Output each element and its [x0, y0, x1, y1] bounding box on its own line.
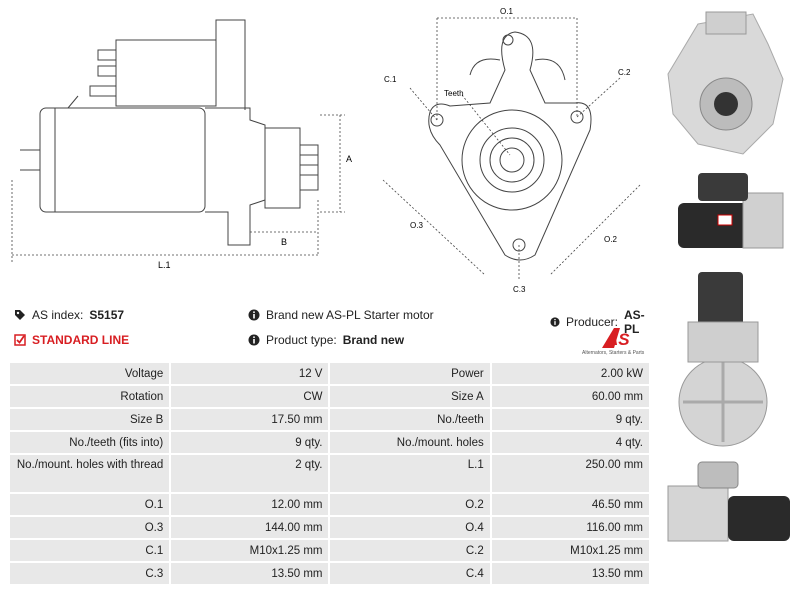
spec-value: CW — [171, 386, 329, 407]
dim-c2-label: C.2 — [618, 68, 631, 77]
dim-c1-label: C.1 — [384, 75, 397, 84]
spec-label: O.4 — [330, 517, 490, 538]
spec-value: 9 qty. — [171, 432, 329, 453]
info-icon — [248, 334, 260, 346]
brand-row: Brand new AS-PL Starter motor — [248, 308, 434, 322]
spec-value: M10x1.25 mm — [491, 540, 649, 561]
technical-drawing: A B L.1 O.1 C.1 C.2 C.3 Teeth O.3 O.2 — [11, 7, 641, 294]
spec-label: No./teeth — [330, 409, 490, 430]
spec-value: 2.00 kW — [491, 363, 649, 384]
spec-value: 4 qty. — [491, 432, 649, 453]
spec-value: 13.50 mm — [171, 563, 329, 584]
dim-b-label: B — [281, 237, 287, 247]
spec-label: No./mount. holes — [330, 432, 490, 453]
spec-label: C.1 — [10, 540, 170, 561]
spec-value: M10x1.25 mm — [171, 540, 329, 561]
spec-value: 250.00 mm — [491, 455, 649, 492]
dim-c3-label: C.3 — [513, 285, 526, 294]
dim-o1-label: O.1 — [500, 7, 513, 16]
producer-value: AS-PL — [624, 308, 645, 336]
spec-value: 144.00 mm — [171, 517, 329, 538]
spec-label: O.3 — [10, 517, 170, 538]
dim-o3-label: O.3 — [410, 221, 423, 230]
spec-value: 2 qty. — [171, 455, 329, 492]
product-photo-front — [667, 11, 784, 155]
spec-label: O.1 — [10, 494, 170, 515]
dim-o2-label: O.2 — [604, 235, 617, 244]
spec-label: L.1 — [330, 455, 490, 492]
spec-label: C.3 — [10, 563, 170, 584]
check-square-icon — [14, 334, 26, 346]
spec-label: No./teeth (fits into) — [10, 432, 170, 453]
spec-value: 116.00 mm — [491, 517, 649, 538]
tag-icon — [15, 310, 25, 320]
product-photo-side-2 — [667, 461, 790, 542]
producer-label: Producer: — [565, 315, 619, 329]
asp-logo-mark: AS — [602, 328, 630, 349]
spec-label: No./mount. holes with thread — [10, 455, 170, 492]
spec-label: O.2 — [330, 494, 490, 515]
dim-l1-label: L.1 — [158, 260, 171, 270]
product-photo-rear — [678, 272, 768, 447]
producer-row: Producer: AS-PL — [550, 308, 654, 336]
product-photo-side-1 — [678, 173, 784, 249]
spec-label: Voltage — [10, 363, 170, 384]
product-type-value: Brand new — [342, 333, 405, 347]
spec-value: 60.00 mm — [491, 386, 649, 407]
info-icon — [550, 317, 560, 327]
product-info: AS index: S5157 STANDARD LINE Brand new … — [14, 304, 654, 358]
spec-label: C.4 — [330, 563, 490, 584]
spec-value: 46.50 mm — [491, 494, 649, 515]
standard-line-row: STANDARD LINE — [14, 333, 129, 347]
spec-label: Size A — [330, 386, 490, 407]
teeth-label: Teeth — [444, 89, 464, 98]
as-index-row: AS index: S5157 — [14, 308, 124, 322]
brand-text: Brand new AS-PL Starter motor — [266, 308, 434, 322]
logo-subtext: Alternators, Starters & Parts — [582, 350, 645, 356]
product-type-row: Product type: Brand new — [248, 333, 404, 347]
spec-value: 17.50 mm — [171, 409, 329, 430]
spec-row: No./teeth (fits into)9 qty.No./mount. ho… — [10, 432, 649, 453]
spec-value: 12.00 mm — [171, 494, 329, 515]
spec-label: Power — [330, 363, 490, 384]
spec-value: 9 qty. — [491, 409, 649, 430]
logo-text: AS — [605, 330, 630, 349]
spec-label: Rotation — [10, 386, 170, 407]
spec-label: Size B — [10, 409, 170, 430]
asp-logo: AS Alternators, Starters & Parts — [582, 326, 652, 356]
product-type-label: Product type: — [266, 333, 337, 347]
standard-line-label: STANDARD LINE — [32, 333, 130, 347]
as-index-value: S5157 — [89, 308, 125, 322]
product-photos — [658, 0, 800, 591]
spec-value: 12 V — [171, 363, 329, 384]
as-index-label: AS index: — [32, 308, 84, 322]
info-icon — [248, 309, 260, 321]
spec-value: 13.50 mm — [491, 563, 649, 584]
dim-a-label: A — [346, 154, 352, 164]
spec-label: C.2 — [330, 540, 490, 561]
